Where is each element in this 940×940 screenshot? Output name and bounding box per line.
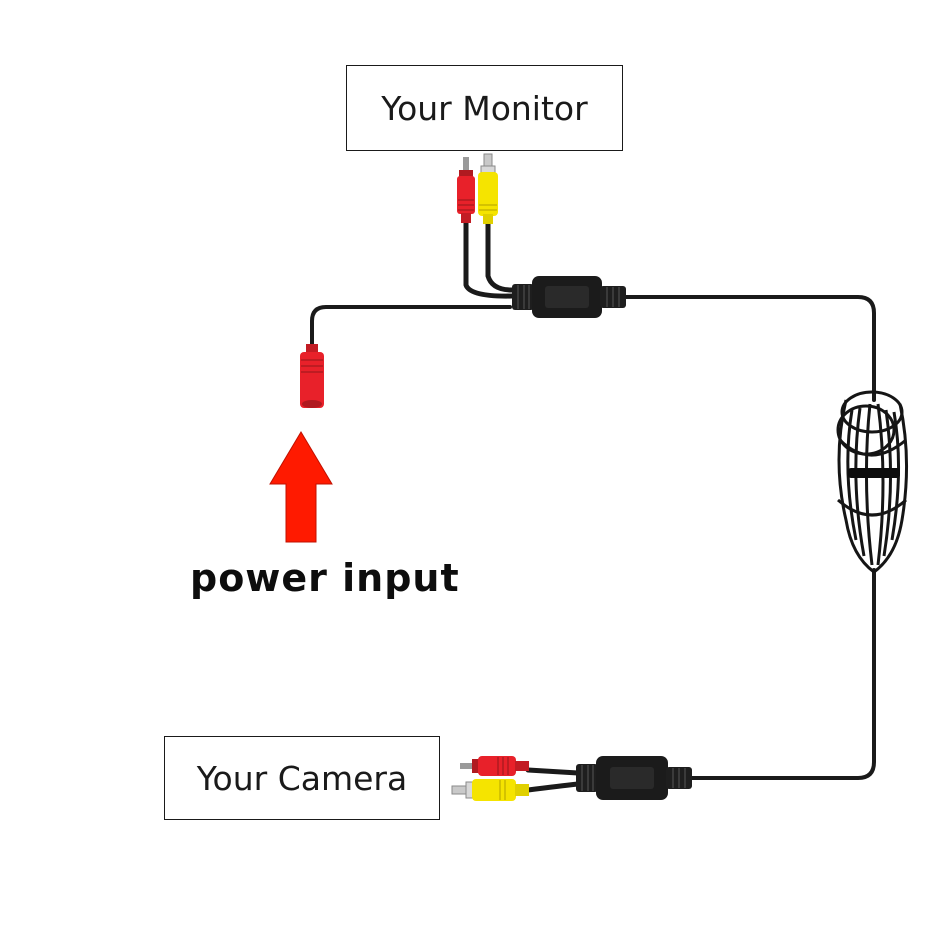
main-cable [623, 295, 876, 780]
up-arrow-icon [269, 431, 333, 543]
cables [310, 217, 876, 793]
monitor-dc-plug [457, 157, 475, 223]
bottom-splitter [576, 756, 692, 800]
top-splitter [512, 276, 626, 318]
power-socket [300, 344, 324, 408]
monitor-label-box: Your Monitor [346, 65, 623, 151]
camera-video-plug [451, 779, 529, 801]
power-cable [310, 305, 512, 352]
camera-label-box: Your Camera [164, 736, 440, 820]
power-input-label: power input [190, 556, 460, 600]
coiled-cable [836, 390, 909, 574]
monitor-video-plug [478, 153, 498, 224]
monitor-label: Your Monitor [381, 88, 588, 128]
camera-dc-plug [460, 756, 529, 776]
camera-video-lead [525, 781, 581, 793]
camera-label: Your Camera [196, 758, 408, 798]
monitor-video-lead [485, 219, 515, 293]
monitor-dc-lead [463, 217, 515, 299]
camera-dc-lead [525, 767, 581, 776]
